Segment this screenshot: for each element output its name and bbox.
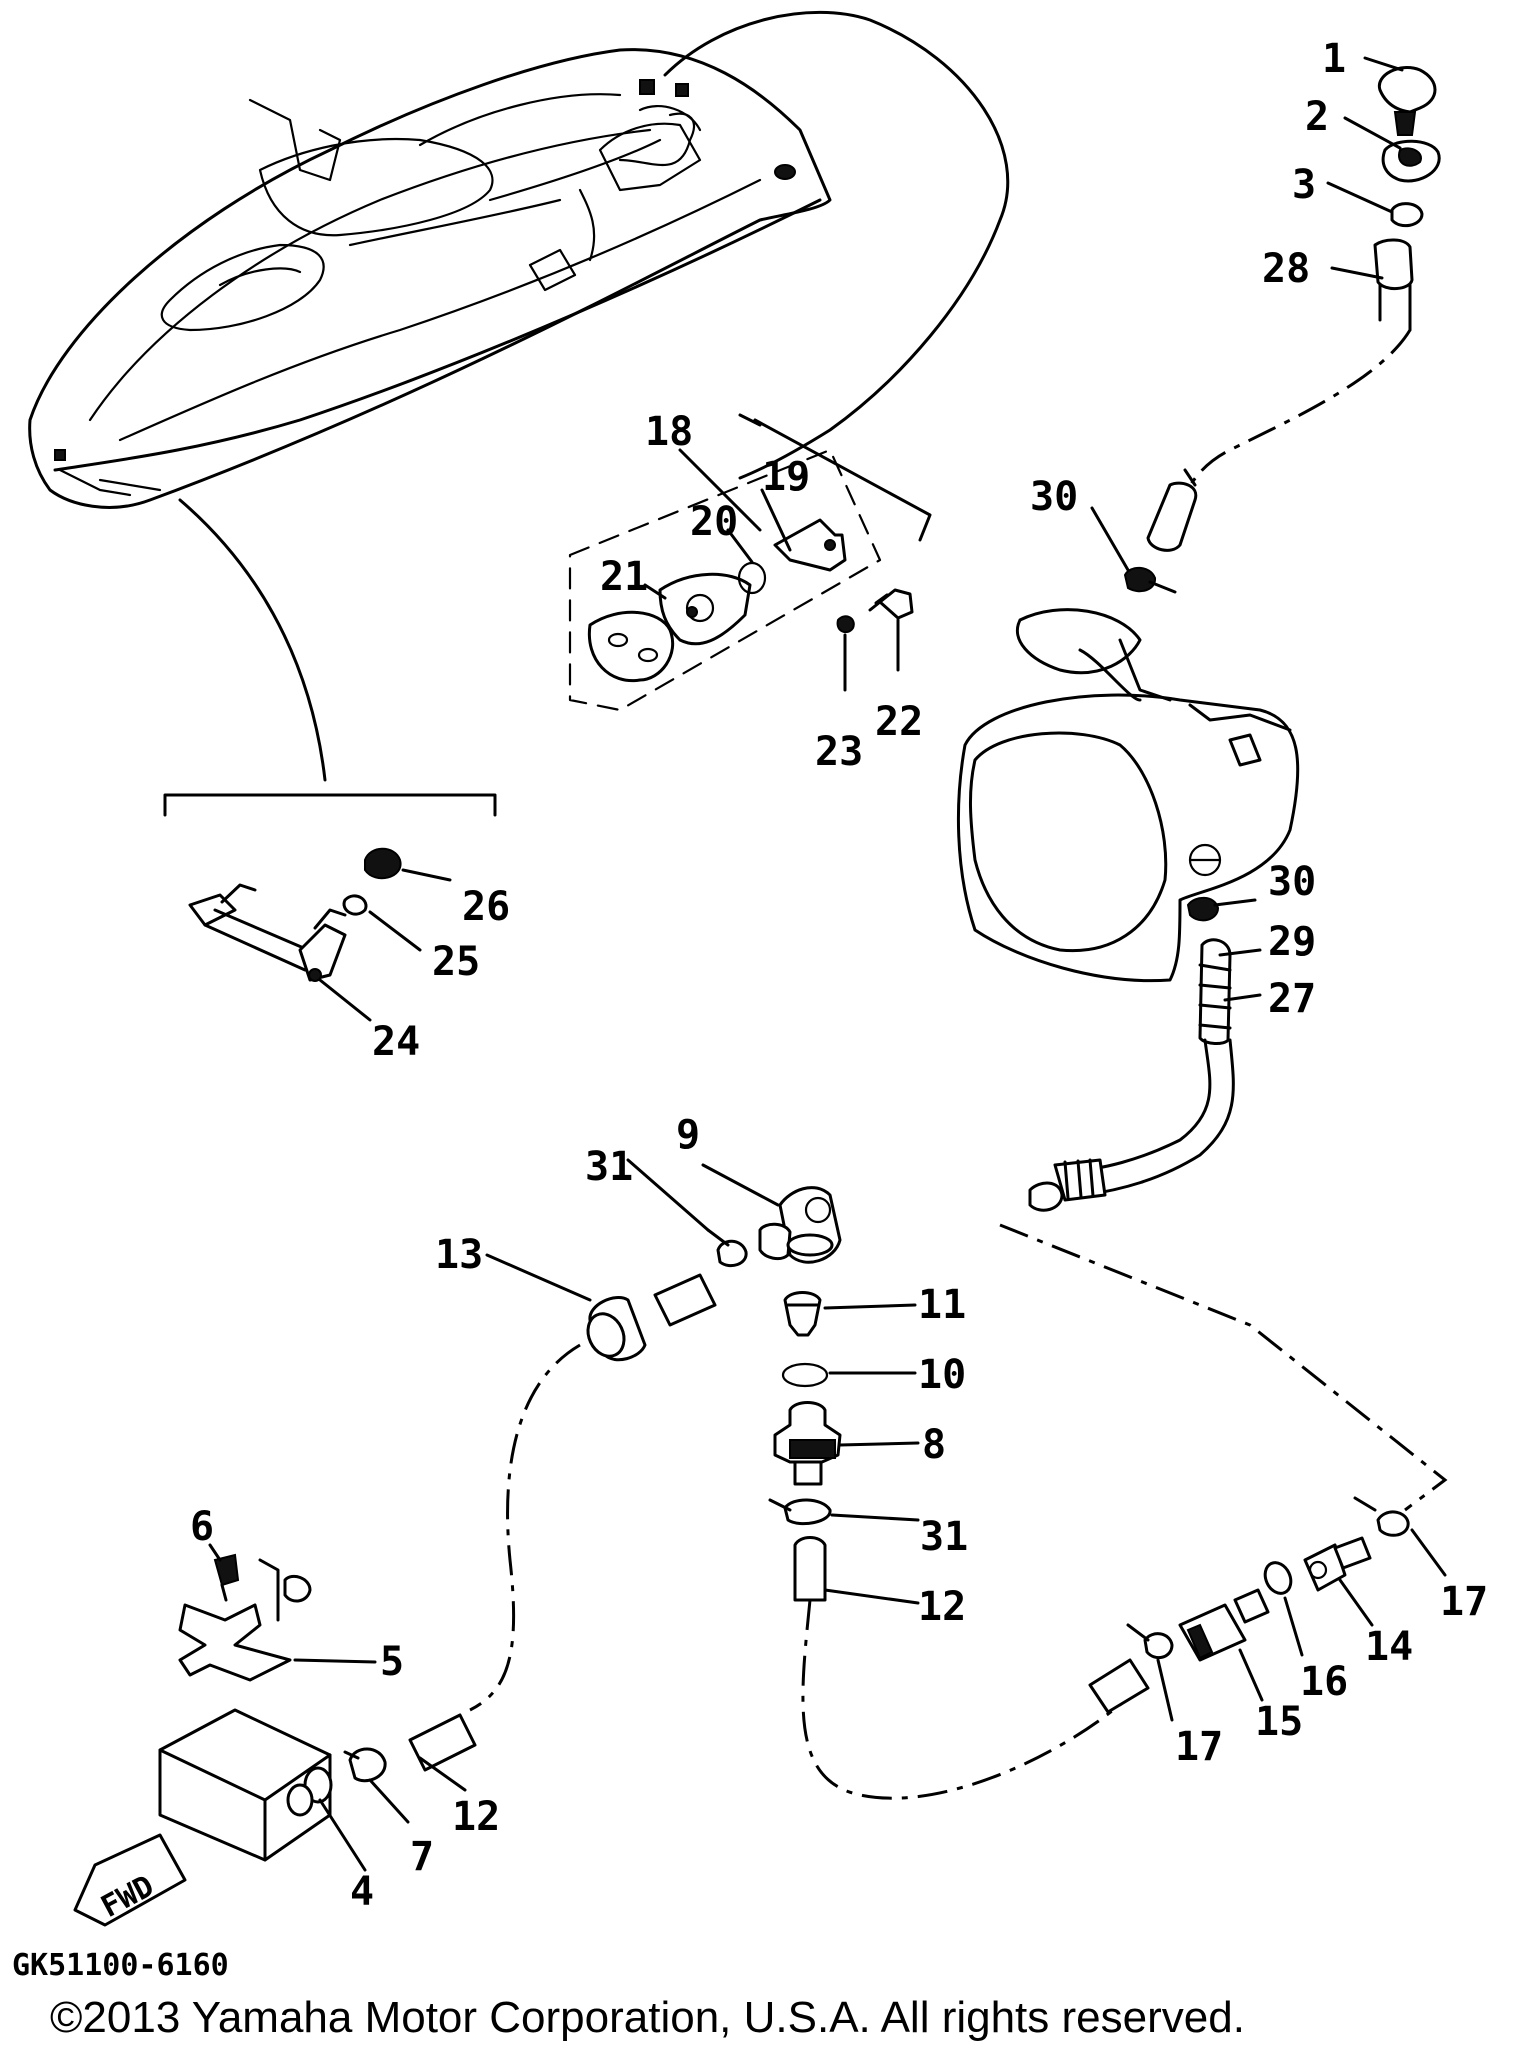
- part-24-breather-fitting: [188, 883, 347, 982]
- callout-4: 4: [350, 1869, 374, 1915]
- part-8-fitting: [773, 1401, 842, 1486]
- callout-11: 11: [918, 1282, 966, 1328]
- part-20-o-ring: [737, 561, 767, 595]
- copyright-notice: ©2013 Yamaha Motor Corporation, U.S.A. A…: [50, 1993, 1245, 2042]
- callout-3: 3: [1292, 162, 1316, 208]
- callout-29: 29: [1268, 919, 1316, 965]
- callout-20: 20: [690, 499, 738, 545]
- part-31-clamp-lower: [783, 1498, 832, 1526]
- part-21-gasket: [587, 610, 675, 683]
- fwd-arrow-icon: FWD: [73, 1833, 187, 1927]
- hose-segment-upper: [653, 1273, 717, 1327]
- part-12-hose-left: [469, 1343, 581, 1712]
- part-13-sleeve: [586, 1296, 647, 1362]
- callout-30-upper: 30: [1030, 474, 1078, 520]
- part-7-clamp: [348, 1747, 387, 1783]
- diagram-code: GK51100-6160: [12, 1948, 229, 1983]
- part-23-washer: [836, 615, 855, 634]
- callout-12-right: 12: [918, 1584, 966, 1630]
- callout-21: 21: [600, 554, 648, 600]
- callout-27: 27: [1268, 976, 1316, 1022]
- callout-24: 24: [372, 1019, 420, 1065]
- callout-25: 25: [432, 939, 480, 985]
- watercraft-hull-illustration: [28, 48, 832, 509]
- part-26-nut: [364, 847, 402, 880]
- part-10-o-ring: [781, 1362, 829, 1388]
- leader-lines: [208, 56, 1447, 1872]
- part-11-check-valve: [783, 1291, 822, 1337]
- part-15-fitting: [1178, 1588, 1270, 1662]
- callout-7: 7: [410, 1834, 434, 1880]
- callout-31-upper: 31: [585, 1144, 633, 1190]
- part-30-clamp-lower: [1186, 896, 1220, 922]
- part-25-washer: [342, 894, 368, 916]
- part-30-clamp-upper: [1123, 566, 1156, 593]
- callout-6: 6: [190, 1504, 214, 1550]
- part-18-assembly-group: [568, 413, 932, 712]
- part-1-cap: [1377, 66, 1437, 114]
- group-bracket-24-26: [163, 793, 497, 817]
- callout-17-upper: 17: [1440, 1579, 1488, 1625]
- callout-19: 19: [762, 454, 810, 500]
- callout-13: 13: [435, 1232, 483, 1278]
- callout-26: 26: [462, 884, 510, 930]
- part-17-clamp-upper: [1376, 1510, 1410, 1537]
- callout-15: 15: [1255, 1699, 1303, 1745]
- callout-numbers: 1 2 3 28 30 18 19 20 21 22 23 26 25 24 3…: [190, 36, 1488, 1915]
- part-12-hose-right: [793, 1536, 1152, 1800]
- part-18-valve-body: [658, 572, 752, 646]
- callout-1: 1: [1322, 36, 1346, 82]
- callout-31-lower: 31: [920, 1514, 968, 1560]
- callout-23: 23: [815, 729, 863, 775]
- callout-30-lower: 30: [1268, 859, 1316, 905]
- callout-17-lower: 17: [1175, 1724, 1223, 1770]
- part-28-hose: [1146, 238, 1414, 552]
- part-5-bracket: [178, 1603, 292, 1682]
- part-3-clamp: [1390, 202, 1424, 228]
- part-27-hose: [1028, 938, 1235, 1212]
- callout-12-left: 12: [452, 1794, 500, 1840]
- reference-sweep-line: [663, 10, 1010, 480]
- callout-16: 16: [1300, 1659, 1348, 1705]
- reference-line-to-vent: [178, 498, 327, 782]
- part-6-bolt: [213, 1553, 240, 1602]
- callout-8: 8: [922, 1422, 946, 1468]
- callout-14: 14: [1365, 1624, 1413, 1670]
- part-22-bolt: [878, 588, 914, 620]
- hose-routing-line: [999, 1223, 1448, 1512]
- part-17-clamp-lower: [1143, 1632, 1174, 1660]
- part-31-clamp-upper: [716, 1239, 748, 1268]
- callout-22: 22: [875, 699, 923, 745]
- part-19-fitting: [773, 518, 847, 572]
- callout-5: 5: [380, 1639, 404, 1685]
- part-14-fitting: [1303, 1536, 1372, 1592]
- callout-28: 28: [1262, 246, 1310, 292]
- part-16-washer: [1263, 1561, 1293, 1595]
- callout-2: 2: [1305, 94, 1329, 140]
- callout-9: 9: [676, 1112, 700, 1158]
- pump-housing-illustration: [956, 608, 1300, 983]
- callout-10: 10: [918, 1352, 966, 1398]
- part-4-box: [158, 1708, 333, 1862]
- part-9-elbow-fitting: [758, 1186, 842, 1264]
- callout-18: 18: [645, 409, 693, 455]
